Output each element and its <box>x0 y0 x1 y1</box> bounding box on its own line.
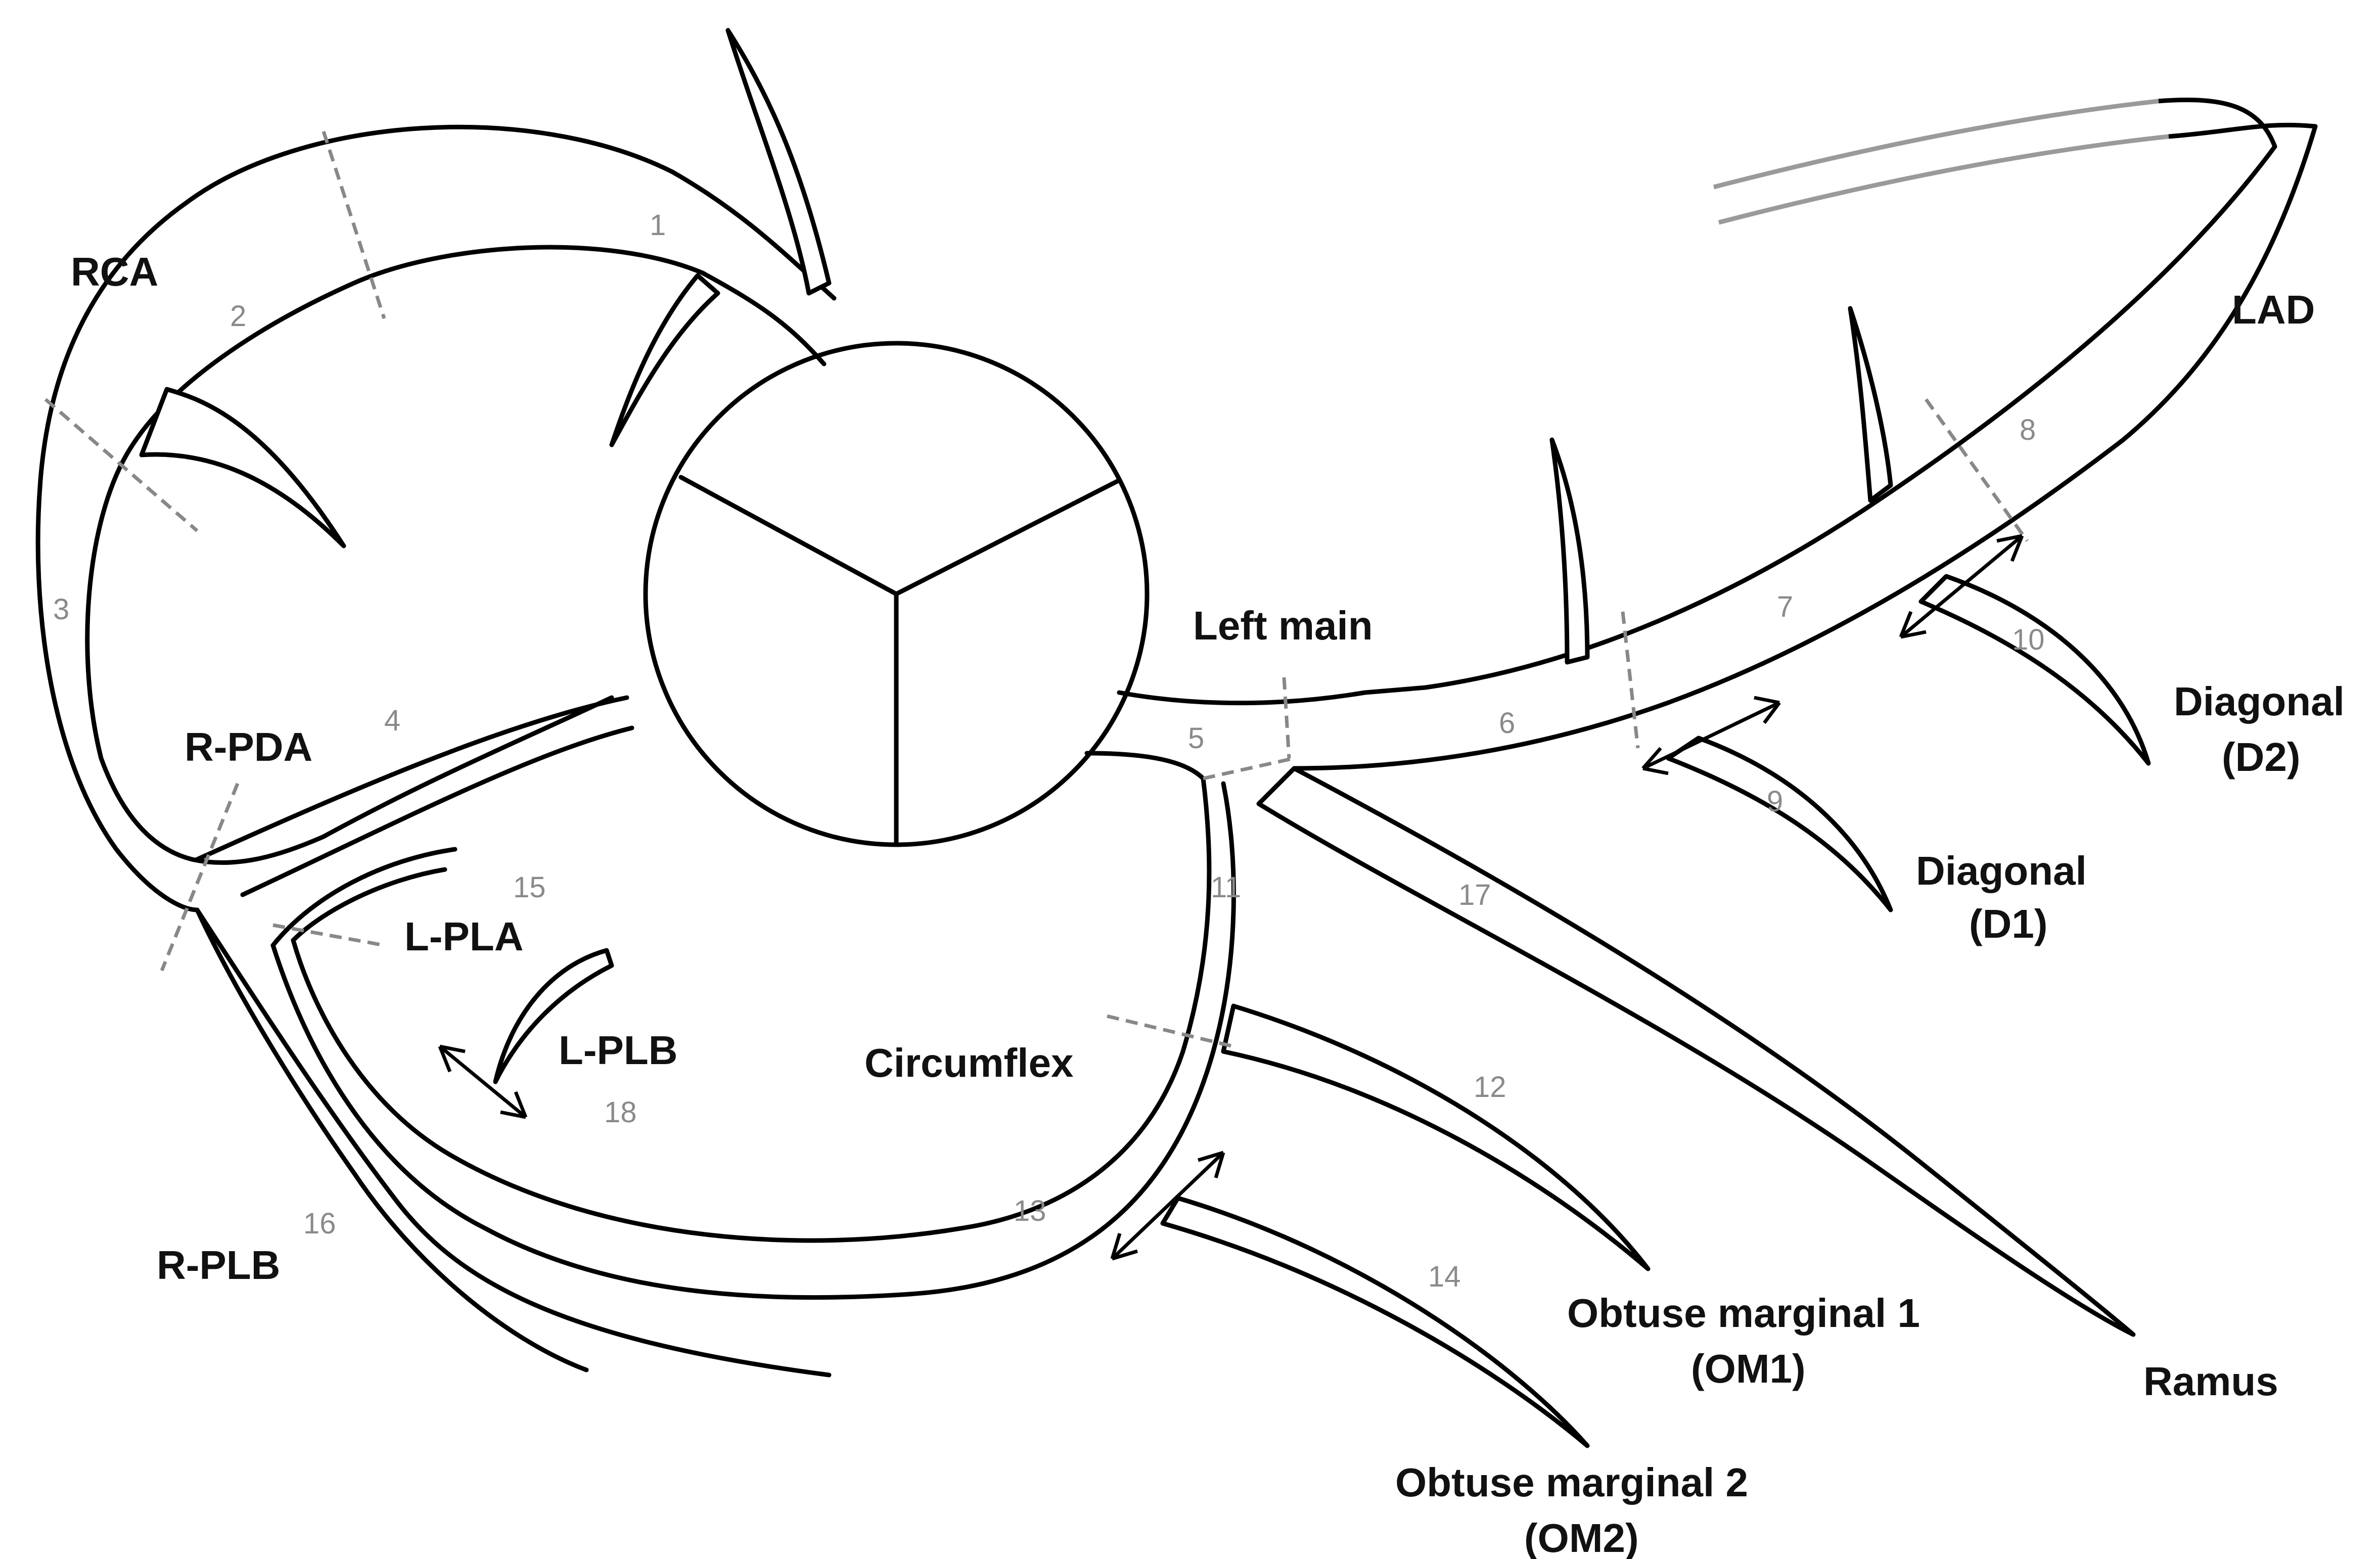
segment-2: 2 <box>230 300 246 333</box>
label-l-pla: L-PLA <box>404 914 524 959</box>
label-left-main: Left main <box>1193 603 1373 648</box>
segment-12: 12 <box>1474 1071 1506 1104</box>
segment-3: 3 <box>53 593 69 626</box>
label-rca: RCA <box>71 249 158 294</box>
ramus-branch <box>1256 766 2136 1337</box>
segment-15: 15 <box>513 871 546 904</box>
lad-septal-branch-1 <box>1549 437 1590 665</box>
segment-18: 18 <box>604 1096 637 1129</box>
segment-5: 5 <box>1188 722 1204 755</box>
l-plb-branch <box>493 948 614 1084</box>
label-diagonal-d1: Diagonal <box>1916 848 2087 893</box>
segment-8: 8 <box>2020 414 2036 446</box>
om1-branch <box>1221 1003 1651 1271</box>
segment-numbers: 1 2 3 4 5 6 7 8 9 10 11 12 13 14 15 16 1… <box>53 209 2045 1293</box>
label-d2: (D2) <box>2222 735 2301 780</box>
segment-6: 6 <box>1499 707 1515 740</box>
om2-branch <box>1160 1196 1590 1448</box>
diagonal-d2-branch <box>1918 574 2151 766</box>
rca-conus-branch <box>725 28 832 296</box>
label-circumflex: Circumflex <box>864 1040 1073 1085</box>
label-d1: (D1) <box>1969 901 2048 946</box>
segment-11: 11 <box>1211 871 1241 904</box>
segment-16: 16 <box>303 1207 336 1240</box>
lad-distal-gray <box>1713 99 2169 225</box>
label-ramus: Ramus <box>2143 1359 2278 1404</box>
diagonal-d1-branch <box>1666 736 1893 912</box>
segment-14: 14 <box>1428 1260 1461 1293</box>
segment-dividers <box>44 130 2029 1048</box>
segment-17: 17 <box>1458 879 1491 911</box>
segment-7: 7 <box>1777 590 1793 623</box>
segment-10: 10 <box>2012 623 2045 656</box>
rca-vessel <box>35 124 837 1378</box>
label-r-plb: R-PLB <box>157 1243 280 1288</box>
lad-septal-branch-2 <box>1848 306 1893 503</box>
arrows <box>438 534 2024 1261</box>
segment-9: 9 <box>1767 785 1783 818</box>
label-l-plb: L-PLB <box>559 1028 678 1073</box>
label-om2: Obtuse marginal 2 <box>1395 1460 1748 1505</box>
label-om2-abbr: (OM2) <box>1524 1516 1639 1559</box>
label-om1-abbr: (OM1) <box>1691 1346 1806 1391</box>
segment-13: 13 <box>1014 1195 1046 1227</box>
label-diagonal-d2: Diagonal <box>2174 679 2345 724</box>
lad-vessel <box>1117 98 2318 771</box>
segment-1: 1 <box>650 209 666 242</box>
rca-rv-branch-1 <box>139 387 346 548</box>
vessel-name-labels: RCA LAD Left main R-PDA L-PLA L-PLB Circ… <box>71 249 2345 1559</box>
circumflex-vessel <box>270 751 1236 1300</box>
segment-4: 4 <box>384 704 400 737</box>
label-r-pda: R-PDA <box>185 724 312 769</box>
label-lad: LAD <box>2232 287 2315 332</box>
label-om1: Obtuse marginal 1 <box>1567 1291 1920 1336</box>
rca-sinus-node-branch <box>609 273 720 447</box>
aortic-valve <box>643 341 1150 847</box>
